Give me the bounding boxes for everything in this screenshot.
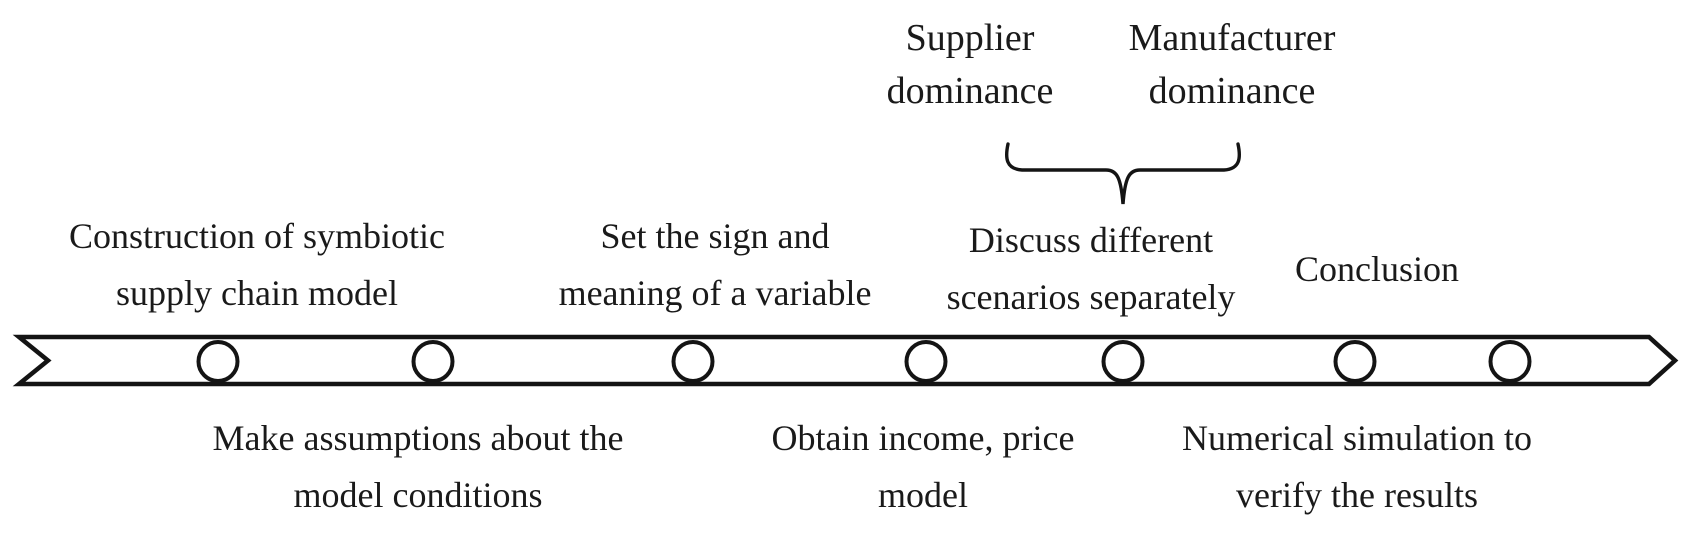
step-label-construction-line1: Construction of symbiotic bbox=[69, 216, 445, 256]
curly-brace-icon bbox=[1004, 142, 1242, 205]
step-marker-circle bbox=[671, 340, 715, 383]
branch-label-supplier-line1: Supplier bbox=[905, 17, 1035, 59]
step-label-conclusion: Conclusion bbox=[1227, 241, 1527, 298]
step-marker-circle bbox=[411, 340, 455, 383]
step-label-conclusion-line1: Conclusion bbox=[1294, 249, 1459, 289]
branch-label-supplier: Supplier dominance bbox=[830, 12, 1110, 118]
step-label-simulation-line2: verify the results bbox=[1236, 475, 1478, 515]
step-label-assumptions-line1: Make assumptions about the bbox=[212, 418, 624, 458]
step-label-scenarios-line2: scenarios separately bbox=[946, 277, 1236, 317]
step-marker-circle bbox=[1101, 340, 1145, 383]
step-label-variable: Set the sign and meaning of a variable bbox=[495, 208, 935, 322]
step-marker-circle bbox=[1333, 340, 1377, 383]
step-label-income-line1: Obtain income, price bbox=[771, 418, 1075, 458]
step-label-scenarios-line1: Discuss different bbox=[968, 220, 1214, 260]
step-label-simulation: Numerical simulation to verify the resul… bbox=[1127, 410, 1587, 524]
step-label-simulation-line1: Numerical simulation to bbox=[1182, 418, 1532, 458]
branch-label-supplier-line2: dominance bbox=[886, 70, 1054, 112]
step-label-income: Obtain income, price model bbox=[703, 410, 1143, 524]
branch-label-manufacturer-line1: Manufacturer bbox=[1128, 17, 1336, 59]
step-label-scenarios: Discuss different scenarios separately bbox=[871, 212, 1311, 326]
step-label-construction-line2: supply chain model bbox=[116, 273, 398, 313]
step-marker-circle bbox=[1488, 340, 1532, 383]
branch-label-manufacturer-line2: dominance bbox=[1148, 70, 1316, 112]
branch-label-manufacturer: Manufacturer dominance bbox=[1082, 12, 1382, 118]
step-label-assumptions-line2: model conditions bbox=[293, 475, 543, 515]
timeline-arrow bbox=[12, 334, 1679, 387]
step-label-income-line2: model bbox=[878, 475, 968, 515]
step-marker-circle bbox=[904, 340, 948, 383]
step-label-variable-line2: meaning of a variable bbox=[558, 273, 872, 313]
step-label-construction: Construction of symbiotic supply chain m… bbox=[27, 208, 487, 322]
step-label-assumptions: Make assumptions about the model conditi… bbox=[168, 410, 668, 524]
step-marker-circle bbox=[196, 340, 240, 383]
step-label-variable-line1: Set the sign and bbox=[600, 216, 830, 256]
